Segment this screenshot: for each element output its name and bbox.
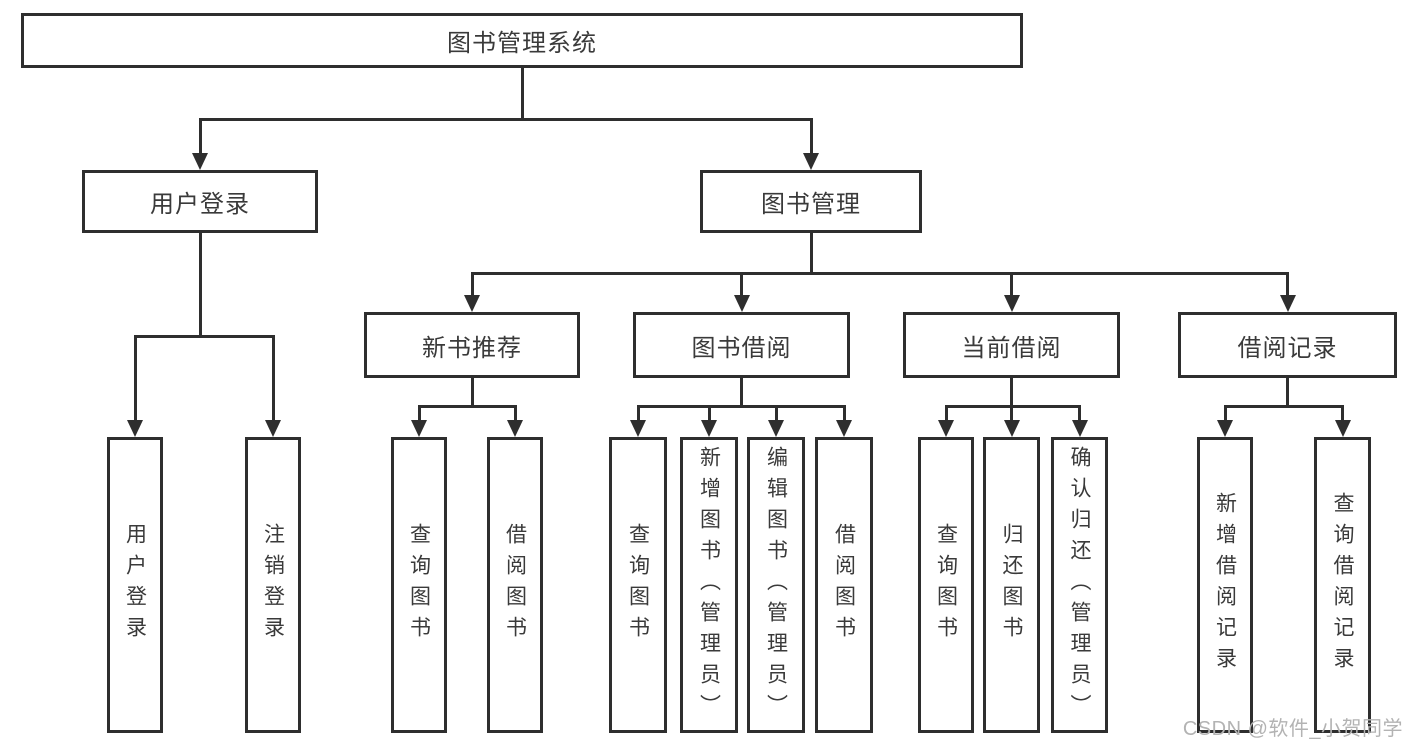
edge-drop-book-borrow: [740, 272, 743, 298]
arrowhead-new-book-recommend: [464, 295, 480, 312]
edge-rail-user-login: [133, 335, 275, 338]
node-leaf-logout-login: 注销登录: [245, 437, 301, 733]
node-leaf-add-book-admin: 新增图书（管理员）: [680, 437, 738, 733]
node-leaf-edit-book-admin: 编辑图书（管理员）: [747, 437, 805, 733]
node-leaf-user-login: 用户登录: [107, 437, 163, 733]
edge-stem-root: [520, 68, 524, 118]
edge-drop-add-borrow-record: [1223, 405, 1227, 422]
edge-stem-user-login: [198, 233, 202, 335]
edge-drop-query-book-1: [417, 405, 421, 422]
edge-drop-query-borrow-record: [1341, 405, 1344, 422]
node-label: 编辑图书（管理员）: [764, 445, 788, 725]
edge-drop-leaf-user-login: [133, 335, 137, 422]
node-leaf-confirm-return-admin: 确认归还（管理员）: [1051, 437, 1108, 733]
node-label: 查询图书: [934, 523, 958, 647]
edge-drop-user-login: [198, 118, 202, 156]
node-leaf-query-borrow-record: 查询借阅记录: [1314, 437, 1371, 733]
node-user-login: 用户登录: [82, 170, 318, 233]
arrowhead-current-borrow: [1003, 295, 1020, 312]
edge-rail-level2: [198, 118, 811, 121]
node-label: 新增图书（管理员）: [697, 445, 721, 725]
node-label: 图书管理: [761, 191, 861, 218]
arrowhead-query-borrow-record: [1334, 420, 1351, 437]
edge-drop-confirm-return-admin: [1078, 405, 1081, 422]
node-root: 图书管理系统: [21, 13, 1023, 68]
node-leaf-borrow-book-1: 借阅图书: [487, 437, 543, 733]
arrowhead-query-book-3: [938, 420, 954, 437]
arrowhead-query-book-2: [630, 420, 646, 437]
arrowhead-return-book: [1003, 420, 1020, 437]
node-book-borrow: 图书借阅: [633, 312, 850, 378]
node-label: 图书借阅: [691, 334, 792, 362]
edge-drop-edit-book-admin: [774, 405, 778, 422]
node-label: 查询图书: [407, 523, 431, 647]
edge-drop-borrow-book-1: [513, 405, 517, 422]
node-label: 当前借阅: [961, 334, 1062, 362]
node-borrow-record: 借阅记录: [1178, 312, 1397, 378]
node-new-book-recommend: 新书推荐: [364, 312, 580, 378]
node-leaf-add-borrow-record: 新增借阅记录: [1197, 437, 1253, 733]
node-label: 图书管理系统: [447, 30, 597, 57]
node-label: 用户登录: [150, 191, 250, 218]
edge-stem-book-management: [809, 233, 813, 272]
arrowhead-add-borrow-record: [1217, 420, 1233, 437]
node-label: 查询借阅记录: [1331, 492, 1354, 678]
edge-stem-book-borrow: [740, 378, 743, 405]
arrowhead-book-management: [803, 153, 819, 170]
node-label: 新书推荐: [422, 334, 522, 362]
edge-drop-query-book-3: [944, 405, 948, 422]
node-leaf-query-book-2: 查询图书: [609, 437, 667, 733]
edge-drop-borrow-book-2: [842, 405, 846, 422]
node-label: 借阅图书: [832, 523, 856, 647]
edge-drop-leaf-logout: [271, 335, 275, 422]
edge-drop-borrow-record: [1286, 272, 1289, 298]
arrowhead-book-borrow: [733, 295, 750, 312]
arrowhead-leaf-user-login: [127, 420, 143, 437]
node-label: 新增借阅记录: [1213, 492, 1237, 678]
arrowhead-user-login: [192, 153, 208, 170]
node-label: 借阅图书: [503, 523, 527, 647]
node-label: 用户登录: [123, 523, 147, 647]
watermark: CSDN @软件_小贺同学: [1182, 718, 1403, 740]
edge-drop-return-book: [1010, 405, 1013, 422]
node-leaf-return-book: 归还图书: [983, 437, 1040, 733]
node-label: 确认归还（管理员）: [1068, 445, 1091, 725]
arrowhead-borrow-book-1: [507, 420, 523, 437]
arrowhead-edit-book-admin: [768, 420, 784, 437]
edge-rail-new-book-recommend: [417, 405, 517, 408]
node-label: 注销登录: [261, 523, 285, 647]
edge-drop-query-book-2: [636, 405, 640, 422]
node-leaf-query-book-1: 查询图书: [391, 437, 447, 733]
arrowhead-borrow-record: [1279, 295, 1296, 312]
arrowhead-confirm-return-admin: [1071, 420, 1088, 437]
arrowhead-query-book-1: [411, 420, 427, 437]
edge-rail-level3: [470, 272, 1289, 275]
arrowhead-add-book-admin: [701, 420, 717, 437]
edge-rail-borrow-record: [1223, 405, 1344, 408]
edge-stem-borrow-record: [1286, 378, 1289, 405]
node-label: 借阅记录: [1237, 334, 1338, 362]
edge-drop-current-borrow: [1010, 272, 1013, 298]
node-leaf-query-book-3: 查询图书: [918, 437, 974, 733]
edge-stem-new-book-recommend: [470, 378, 474, 405]
node-label: 归还图书: [1000, 523, 1023, 647]
arrowhead-leaf-logout: [265, 420, 281, 437]
node-book-management: 图书管理: [700, 170, 922, 233]
edge-stem-current-borrow: [1010, 378, 1013, 405]
edge-drop-add-book-admin: [707, 405, 711, 422]
node-label: 查询图书: [626, 523, 650, 647]
arrowhead-borrow-book-2: [836, 420, 852, 437]
node-current-borrow: 当前借阅: [903, 312, 1120, 378]
edge-drop-book-management: [809, 118, 813, 156]
node-leaf-borrow-book-2: 借阅图书: [815, 437, 873, 733]
edge-rail-book-borrow: [636, 405, 846, 408]
edge-drop-new-book-recommend: [470, 272, 474, 298]
